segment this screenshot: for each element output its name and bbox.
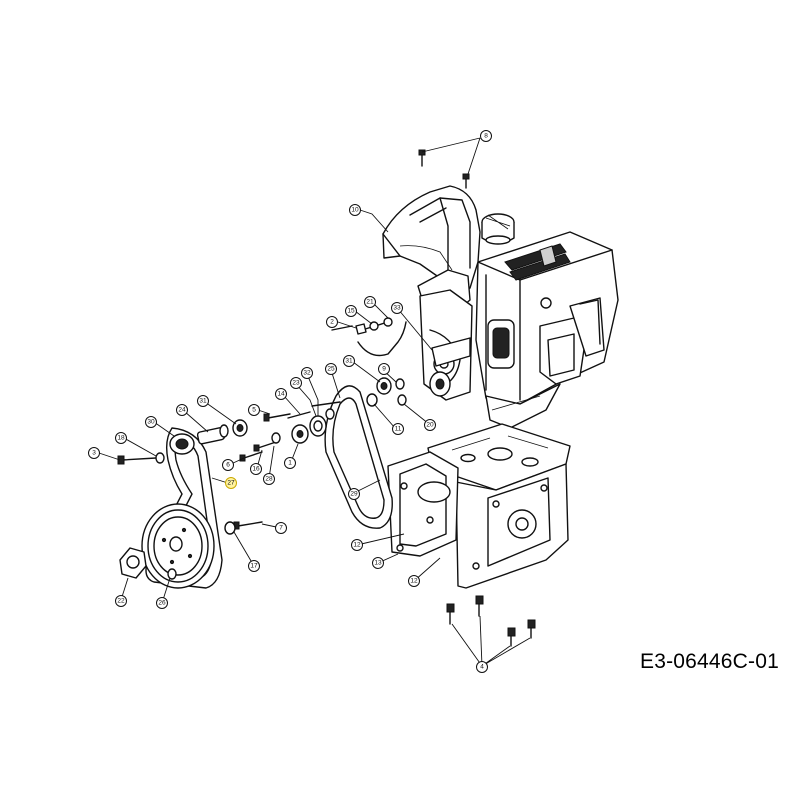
svg-text:28: 28 [265, 476, 273, 483]
callout-31-lower: 31 [197, 395, 209, 407]
callout-2: 2 [326, 316, 338, 328]
svg-text:8: 8 [484, 133, 488, 140]
svg-text:3: 3 [92, 450, 96, 457]
callout-22: 22 [115, 595, 127, 607]
callout-29: 29 [348, 488, 360, 500]
callout-12-upper: 12 [351, 539, 363, 551]
svg-text:29: 29 [350, 491, 358, 498]
svg-text:27: 27 [227, 480, 235, 487]
callout-31-upper: 31 [343, 355, 355, 367]
svg-text:32: 32 [303, 370, 311, 377]
drawing-code: E3-06446C-01 [640, 650, 779, 673]
shaft-hardware [117, 149, 470, 535]
svg-text:18: 18 [117, 435, 125, 442]
callout-12-lower: 12 [408, 575, 420, 587]
callout-28: 28 [263, 473, 275, 485]
callouts: 8 10 2 15 21 33 31 9 25 32 14 23 5 11 20… [88, 130, 492, 673]
svg-text:2: 2 [330, 319, 334, 326]
callout-17: 17 [248, 560, 260, 572]
callout-11: 11 [392, 423, 404, 435]
frame [387, 423, 571, 589]
svg-text:5: 5 [252, 407, 256, 414]
callout-16: 16 [250, 463, 262, 475]
callout-7: 7 [275, 522, 287, 534]
callout-9: 9 [378, 363, 390, 375]
svg-text:33: 33 [393, 305, 401, 312]
callout-4: 4 [476, 661, 488, 673]
svg-text:20: 20 [426, 422, 434, 429]
svg-text:7: 7 [279, 525, 283, 532]
svg-text:10: 10 [351, 207, 359, 214]
callout-10: 10 [349, 204, 361, 216]
callout-30: 30 [145, 416, 157, 428]
svg-text:21: 21 [366, 299, 374, 306]
callout-21: 21 [364, 296, 376, 308]
callout-24: 24 [176, 404, 188, 416]
callout-18: 18 [115, 432, 127, 444]
frame-bolts [446, 595, 536, 647]
callout-32: 32 [301, 367, 313, 379]
svg-text:9: 9 [382, 366, 386, 373]
svg-text:4: 4 [480, 664, 484, 671]
callout-20: 20 [424, 419, 436, 431]
callout-23: 23 [290, 377, 302, 389]
auger-belt [324, 385, 393, 529]
callout-15: 15 [345, 305, 357, 317]
svg-text:17: 17 [250, 563, 258, 570]
callout-5: 5 [248, 404, 260, 416]
svg-text:14: 14 [277, 391, 285, 398]
svg-text:12: 12 [410, 578, 418, 585]
svg-text:30: 30 [147, 419, 155, 426]
callout-6: 6 [222, 459, 234, 471]
svg-text:22: 22 [117, 598, 125, 605]
svg-text:31: 31 [345, 358, 353, 365]
svg-text:31: 31 [199, 398, 207, 405]
callout-27-highlighted: 27 [225, 477, 237, 489]
svg-text:1: 1 [288, 460, 292, 467]
svg-text:24: 24 [178, 407, 186, 414]
callout-14: 14 [275, 388, 287, 400]
callout-26: 26 [156, 597, 168, 609]
callout-3: 3 [88, 447, 100, 459]
callout-33: 33 [391, 302, 403, 314]
svg-text:12: 12 [353, 542, 361, 549]
svg-text:13: 13 [374, 560, 382, 567]
svg-text:11: 11 [395, 426, 402, 433]
svg-text:16: 16 [252, 466, 260, 473]
engine-shroud [382, 185, 481, 401]
callout-25: 25 [325, 363, 337, 375]
drive-belt-assembly [119, 427, 223, 589]
svg-text:23: 23 [292, 380, 300, 387]
engine [475, 213, 619, 429]
callout-8: 8 [480, 130, 492, 142]
svg-text:26: 26 [158, 600, 166, 607]
svg-text:25: 25 [327, 366, 335, 373]
callout-1: 1 [284, 457, 296, 469]
svg-text:6: 6 [226, 462, 230, 469]
svg-text:15: 15 [347, 308, 355, 315]
callout-13: 13 [372, 557, 384, 569]
